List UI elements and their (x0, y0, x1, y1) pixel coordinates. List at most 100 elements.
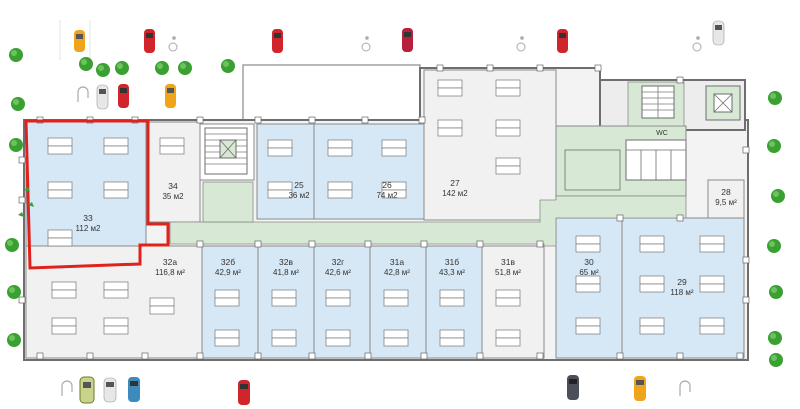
column (486, 64, 494, 72)
desk (51, 289, 77, 299)
stairs-icon (641, 85, 675, 119)
room-31v-number: 31в (501, 257, 515, 267)
tree-group (5, 48, 785, 367)
desk (437, 79, 463, 89)
column (364, 240, 372, 248)
tree-highlight (771, 355, 777, 361)
desk (437, 127, 463, 137)
u-turn-icon (77, 86, 89, 102)
column (254, 240, 262, 248)
column (536, 64, 544, 72)
desk (639, 325, 665, 335)
column (254, 352, 262, 360)
car-icon (712, 20, 725, 46)
desk (639, 275, 665, 285)
tree-icon (769, 353, 783, 367)
tree-highlight (770, 93, 776, 99)
car-icon (557, 29, 568, 53)
desk (51, 325, 77, 335)
room-32b-area: 42,9 м² (215, 268, 241, 277)
tree-highlight (11, 50, 17, 56)
room-25[interactable] (256, 123, 315, 220)
column (742, 296, 750, 304)
room-28[interactable] (707, 179, 745, 219)
desk (103, 145, 129, 155)
leaf-icon (18, 212, 24, 217)
leaf-icon (28, 202, 34, 207)
desk (267, 139, 293, 149)
desk (51, 317, 77, 327)
room-31a-area: 42,8 м² (384, 268, 410, 277)
column (141, 352, 149, 360)
desk (327, 189, 353, 199)
room-28-number: 28 (721, 187, 731, 197)
desk (159, 137, 185, 147)
leaf-icon (24, 187, 30, 192)
column (736, 352, 744, 360)
desk (639, 283, 665, 293)
car-icon (165, 84, 176, 108)
car-icon (96, 84, 109, 110)
room-31b-number: 31б (445, 257, 459, 267)
desk (699, 325, 725, 335)
stairs-icon (204, 127, 248, 175)
desk (575, 275, 601, 285)
room-31v-area: 51,8 м² (495, 268, 521, 277)
tree-highlight (9, 287, 15, 293)
selected-room-outline (24, 119, 170, 270)
tree-icon (768, 331, 782, 345)
room-31b-area: 43,3 м² (439, 268, 465, 277)
desk (214, 337, 240, 347)
column (420, 352, 428, 360)
desk (439, 337, 465, 347)
column (418, 116, 426, 124)
room-26[interactable] (313, 123, 425, 220)
tree-icon (769, 285, 783, 299)
desk (47, 137, 73, 147)
wc-block (564, 139, 687, 191)
column (18, 296, 26, 304)
column (616, 214, 624, 222)
room-32g-area: 42,6 м² (325, 268, 351, 277)
wheelchair-icon (692, 36, 702, 52)
desk (267, 189, 293, 199)
tree-icon (115, 61, 129, 75)
desk (327, 139, 353, 149)
desk (437, 87, 463, 97)
desk (437, 119, 463, 129)
wheelchair-icon (516, 36, 526, 52)
desk (327, 147, 353, 157)
room-32a-number: 32а (163, 257, 177, 267)
parking-top (59, 20, 725, 110)
column (86, 352, 94, 360)
tree-icon (155, 61, 169, 75)
desk (381, 189, 407, 199)
desk (327, 181, 353, 191)
column (476, 240, 484, 248)
column (364, 352, 372, 360)
tree-highlight (7, 240, 13, 246)
room-34[interactable] (145, 121, 201, 223)
room-33-number: 33 (83, 213, 93, 223)
desk (639, 243, 665, 253)
desk (103, 189, 129, 199)
tree-highlight (223, 61, 229, 67)
desk (699, 243, 725, 253)
desk (325, 337, 351, 347)
desk (271, 289, 297, 299)
room-32v-number: 32в (279, 257, 293, 267)
desk (575, 283, 601, 293)
column (196, 352, 204, 360)
desk (575, 243, 601, 253)
desk (381, 147, 407, 157)
room-33-area: 112 м2 (76, 224, 101, 233)
room-labels: 33 112 м2 34 35 м2 25 36 м2 26 74 м2 27 … (76, 178, 738, 297)
desk (699, 235, 725, 245)
desk (699, 317, 725, 327)
tree-icon (767, 139, 781, 153)
desk (51, 281, 77, 291)
desk (439, 329, 465, 339)
desk (495, 157, 521, 167)
room-25-area: 36 м2 (288, 191, 310, 200)
column (308, 240, 316, 248)
